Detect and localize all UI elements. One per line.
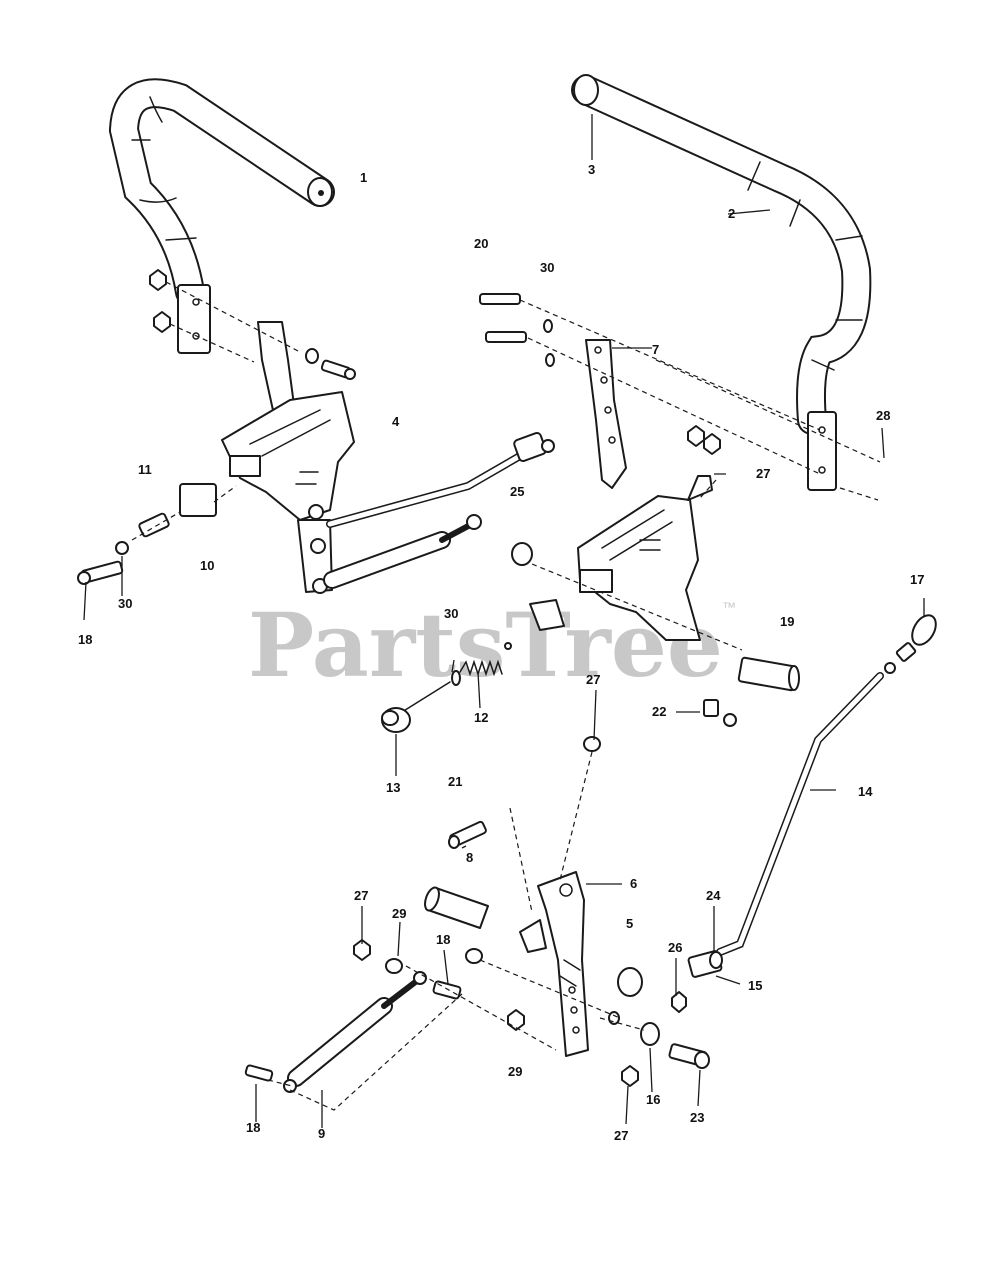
part-2-right-handle[interactable]	[571, 74, 872, 491]
part-12-spring[interactable]	[381, 599, 565, 733]
callout-22: 22	[652, 704, 666, 719]
callout-18: 18	[246, 1120, 260, 1135]
callout-17: 17	[910, 572, 924, 587]
callout-9: 9	[318, 1126, 325, 1141]
callout-26: 26	[668, 940, 682, 955]
left-hardware[interactable]	[77, 269, 356, 585]
callout-30: 30	[540, 260, 554, 275]
part-25-rod[interactable]	[326, 432, 555, 528]
callout-2: 2	[728, 206, 735, 221]
callout-11: 11	[138, 462, 152, 477]
callout-4: 4	[392, 414, 400, 429]
callout-23: 23	[690, 1110, 704, 1125]
callout-5: 5	[626, 916, 633, 931]
callout-16: 16	[646, 1092, 660, 1107]
callout-27: 27	[354, 888, 368, 903]
callout-3: 3	[588, 162, 595, 177]
part-14-long-rod[interactable]	[687, 611, 941, 978]
gas-spring-upper[interactable]	[323, 514, 482, 589]
callout-19: 19	[780, 614, 794, 629]
callout-27: 27	[586, 672, 600, 687]
callout-18: 18	[436, 932, 450, 947]
callout-numbers: 1 3 2 20 30 7 4 28 27 11 25 10 17 30 30 …	[78, 162, 924, 1143]
callout-12: 12	[474, 710, 488, 725]
callout-30: 30	[444, 606, 458, 621]
leader-lines	[83, 114, 925, 1128]
part-1-left-handle[interactable]	[108, 78, 335, 354]
part-19-right-bracket[interactable]	[511, 425, 800, 727]
part-6-lower-lever[interactable]	[422, 736, 710, 1087]
callout-29: 29	[392, 906, 406, 921]
callout-27: 27	[614, 1128, 628, 1143]
callout-1: 1	[360, 170, 367, 185]
part-4-left-bracket[interactable]	[221, 321, 355, 594]
watermark-trademark: ™	[722, 599, 736, 615]
assembly-lines	[131, 281, 881, 1111]
callout-10: 10	[200, 558, 214, 573]
part-7-link-plate[interactable]	[479, 293, 627, 489]
callout-8: 8	[466, 850, 473, 865]
part-9-gas-spring[interactable]	[244, 939, 525, 1093]
callout-25: 25	[510, 484, 524, 499]
callout-13: 13	[386, 780, 400, 795]
callout-29: 29	[508, 1064, 522, 1079]
callout-15: 15	[748, 978, 762, 993]
callout-24: 24	[706, 888, 721, 903]
callout-20: 20	[474, 236, 488, 251]
callout-6: 6	[630, 876, 637, 891]
callout-21: 21	[448, 774, 462, 789]
callout-30: 30	[118, 596, 132, 611]
callout-27: 27	[756, 466, 770, 481]
callout-28: 28	[876, 408, 890, 423]
callout-7: 7	[652, 342, 659, 357]
callout-18: 18	[78, 632, 92, 647]
callout-14: 14	[858, 784, 873, 799]
